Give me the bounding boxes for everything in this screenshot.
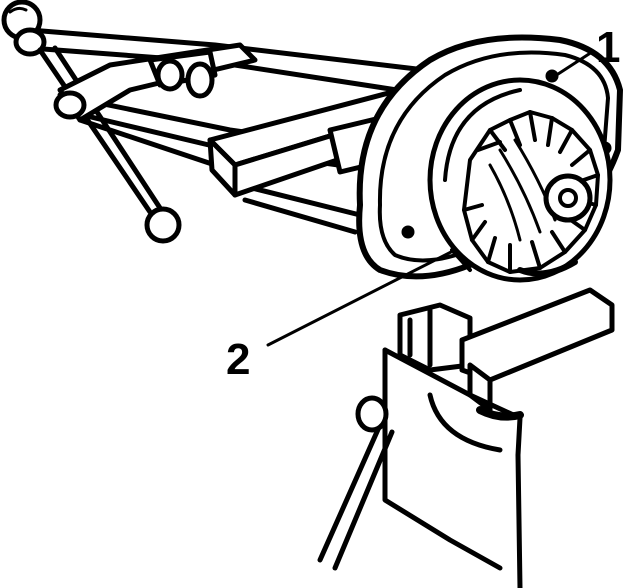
puller-rods bbox=[27, 27, 428, 235]
leader-lines bbox=[266, 50, 594, 347]
bench-vice bbox=[317, 287, 615, 588]
callout-label-2: 2 bbox=[226, 335, 251, 384]
ball-knob-left bbox=[13, 27, 47, 57]
handle-lever bbox=[37, 45, 163, 215]
pinion-gear bbox=[462, 110, 600, 277]
leader-line-1 bbox=[553, 50, 594, 78]
callout-label-1: 1 bbox=[596, 23, 621, 72]
leader-line-2 bbox=[266, 248, 457, 347]
frame-plate-upper bbox=[53, 42, 258, 123]
ball-knob-lower-left bbox=[144, 206, 182, 244]
